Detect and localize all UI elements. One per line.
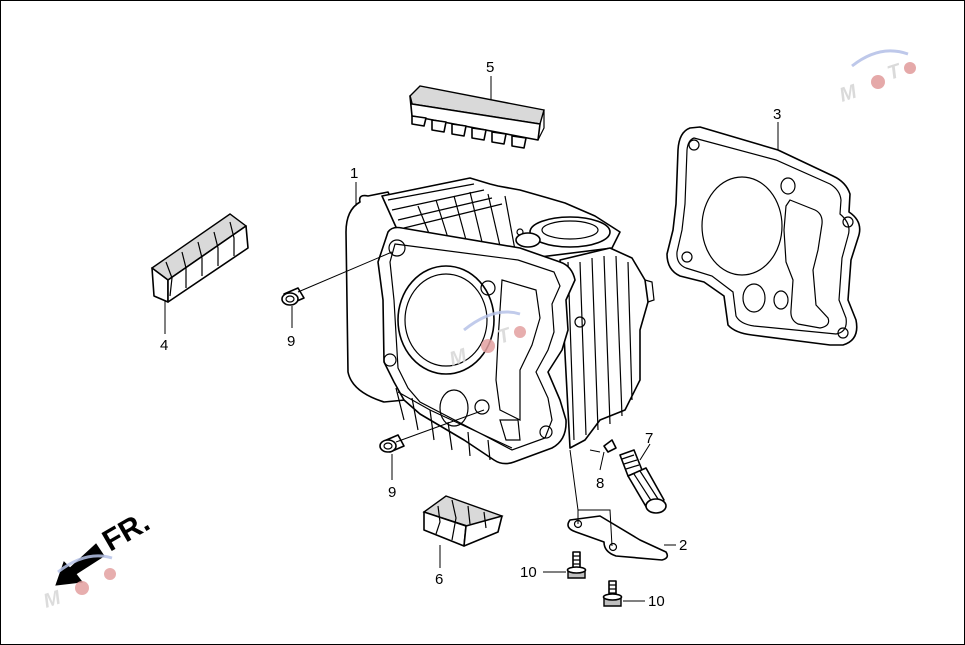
temperature-sensor [619,449,667,514]
svg-text:T: T [885,60,905,85]
dowel-pin-lower [379,434,405,453]
watermark-logo-top-right: M T [837,49,916,107]
front-label: FR. [97,505,155,558]
callout-6: 6 [435,571,443,588]
callout-10-upper: 10 [520,564,537,581]
watermark-logo-bottom-left: M [41,554,116,613]
callout-8: 8 [596,475,604,492]
callout-3: 3 [773,106,781,123]
callout-7: 7 [645,430,653,447]
callout-10-lower: 10 [648,593,665,610]
leader-lines [164,76,779,602]
callout-9-lower: 9 [388,484,396,501]
callout-4: 4 [160,337,168,354]
sensor-washer [603,439,617,453]
mounting-bracket [567,515,669,561]
gear-icon [871,75,885,89]
callout-2: 2 [679,537,687,554]
cylinder-block [345,177,655,465]
flange-bolt-upper [566,551,587,579]
callout-9-upper: 9 [287,333,295,350]
svg-text:M: M [41,586,65,612]
front-fin-damper [422,495,504,547]
dowel-pin-upper [281,287,305,306]
cylinder-gasket [666,126,861,346]
arrow-icon [55,543,105,586]
svg-text:M: M [837,80,861,106]
side-fin-damper [150,213,249,303]
callout-5: 5 [486,59,494,76]
flange-bolt-lower [602,580,623,607]
upper-fin-damper [409,85,545,149]
callout-1: 1 [350,165,358,182]
